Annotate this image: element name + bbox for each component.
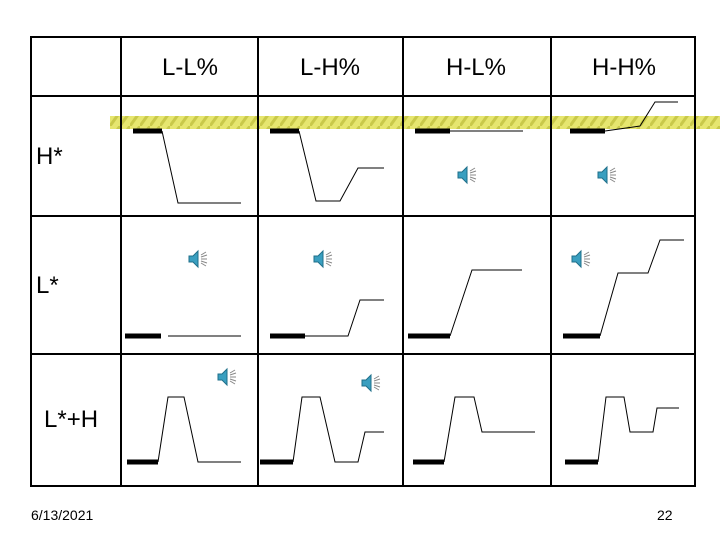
contour-l-star-h-h-h — [565, 396, 679, 465]
speaker-icon[interactable] — [360, 372, 382, 394]
speaker-icon[interactable] — [216, 366, 238, 388]
row-label-l-star: L* — [36, 272, 59, 299]
contour-l-star-h-h-l — [413, 396, 535, 465]
column-header-l-h: L-H% — [299, 54, 360, 81]
contour-h-star-h-h — [570, 101, 678, 134]
page-number: 22 — [657, 507, 673, 523]
contour-l-star-l-h — [270, 299, 384, 339]
speaker-icon[interactable] — [312, 248, 334, 270]
speaker-icon[interactable] — [596, 164, 618, 186]
contour-h-star-l-l — [133, 128, 241, 204]
row-label-h-star: H* — [36, 143, 63, 170]
contour-h-star-l-h — [270, 128, 384, 202]
column-header-l-l: L-L% — [161, 54, 219, 81]
contour-l-star-h-l — [408, 269, 522, 339]
contour-l-star-h-l-l — [127, 396, 241, 465]
row-label-l-star-h: L*+H — [44, 406, 99, 433]
contour-l-star-h-h — [563, 239, 684, 339]
speaker-icon[interactable] — [456, 164, 478, 186]
speaker-icon[interactable] — [570, 248, 592, 270]
speaker-icon[interactable] — [187, 248, 209, 270]
column-header-h-l: H-L% — [445, 54, 506, 81]
table-border — [30, 36, 696, 487]
column-header-h-h: H-H% — [592, 54, 656, 81]
footer-date: 6/13/2021 — [31, 507, 94, 523]
contour-l-star-h-l-h — [260, 396, 384, 465]
